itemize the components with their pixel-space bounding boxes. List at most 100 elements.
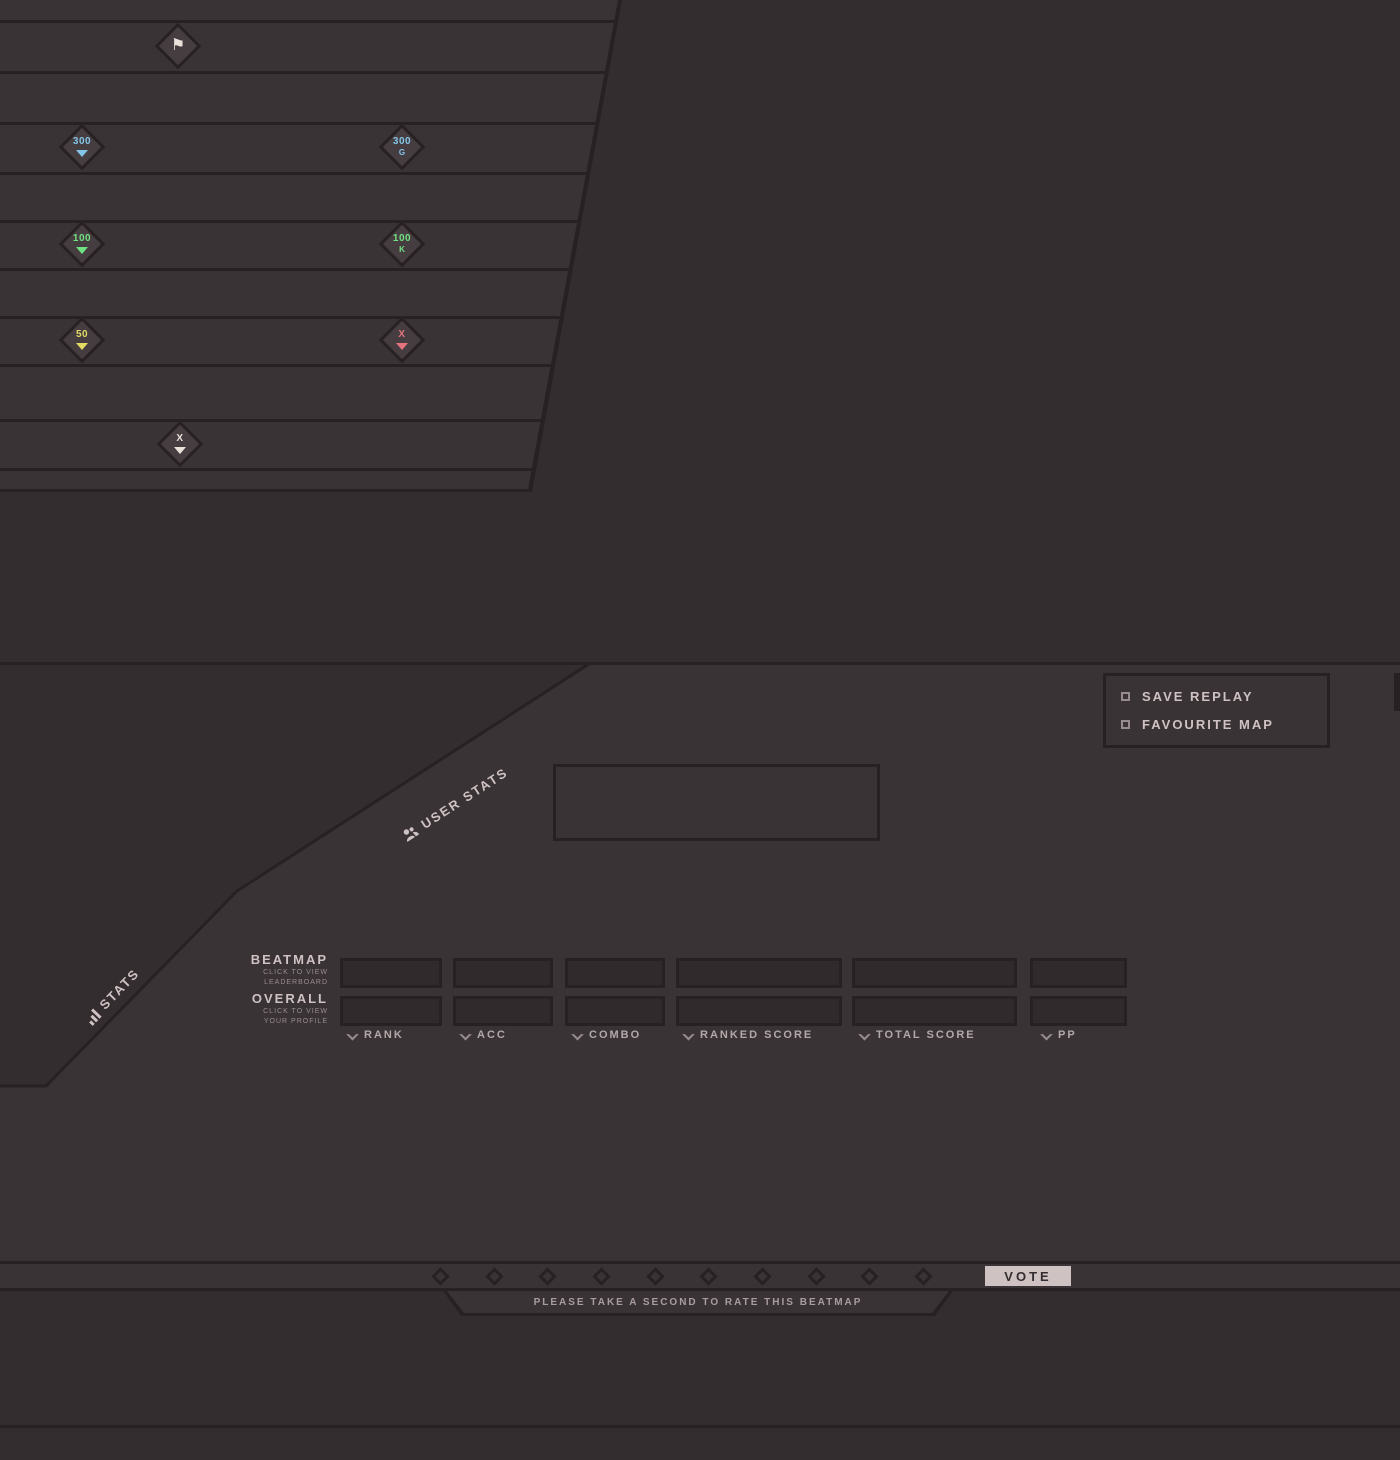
- beatmap-row-title: BEATMAP: [250, 952, 328, 967]
- geki-label: 300: [392, 136, 412, 147]
- badge-content: 50: [54, 312, 110, 368]
- hit-judgement-panel-body: ⚑ 300 300 G 100: [0, 0, 618, 489]
- hit100-badge: 100: [54, 216, 110, 272]
- stat-box-beatmap-ranked-score: [676, 958, 842, 988]
- row-divider: [0, 419, 618, 422]
- badge-content: X: [152, 416, 208, 472]
- overall-row-label[interactable]: OVERALL CLICK TO VIEW YOUR PROFILE: [150, 991, 328, 1027]
- column-header-label: RANK: [364, 1029, 404, 1041]
- badge-content: ⚑: [150, 18, 206, 74]
- vote-diamond[interactable]: [860, 1266, 879, 1286]
- vote-prompt-text: PLEASE TAKE A SECOND TO RATE THIS BEATMA…: [533, 1296, 863, 1308]
- stats-label: STATS: [83, 965, 142, 1026]
- screen-edge-notch: [1394, 673, 1400, 711]
- vote-diamond[interactable]: [699, 1266, 718, 1286]
- miss-label: X: [398, 329, 406, 340]
- column-header-label: ACC: [477, 1029, 507, 1041]
- results-panel: USER STATS STATS SAVE REPLAY FAVOURITE M…: [0, 662, 1400, 1261]
- stat-box-beatmap-pp: [1030, 958, 1127, 988]
- column-header-ranked-score: RANKED SCORE: [682, 1027, 814, 1041]
- stat-box-overall-combo: [565, 996, 665, 1026]
- save-replay-checkbox[interactable]: [1121, 692, 1130, 701]
- column-header-label: RANKED SCORE: [700, 1029, 814, 1041]
- column-header-pp: PP: [1040, 1027, 1077, 1041]
- column-header-combo: COMBO: [571, 1027, 642, 1041]
- stat-box-overall-rank: [340, 996, 442, 1026]
- down-triangle-icon: [76, 150, 88, 157]
- beatmap-row-label[interactable]: BEATMAP CLICK TO VIEW LEADERBOARD: [150, 952, 328, 988]
- hit300-label: 300: [72, 136, 92, 147]
- flag-badge: ⚑: [150, 18, 206, 74]
- column-header-label: COMBO: [589, 1029, 642, 1041]
- katu-badge: 100 K: [374, 216, 430, 272]
- row-divider: [0, 316, 618, 319]
- katu-label: 100: [392, 233, 412, 244]
- hit300-badge: 300: [54, 119, 110, 175]
- stat-box-overall-total-score: [852, 996, 1017, 1026]
- row-divider: [0, 20, 618, 23]
- vote-rating: [431, 1264, 933, 1288]
- down-triangle-icon: [396, 343, 408, 350]
- vote-diamond[interactable]: [431, 1266, 450, 1286]
- badge-content: 300 G: [374, 119, 430, 175]
- stat-box-beatmap-rank: [340, 958, 442, 988]
- bottom-divider: [0, 1425, 1400, 1428]
- stat-box-overall-acc: [453, 996, 553, 1026]
- column-header-total-score: TOTAL SCORE: [858, 1027, 976, 1041]
- panel-top-border: [0, 662, 1400, 665]
- favourite-map-label: FAVOURITE MAP: [1142, 717, 1274, 732]
- badge-content: 300: [54, 119, 110, 175]
- hit100-label: 100: [72, 233, 92, 244]
- down-triangle-icon: [76, 247, 88, 254]
- vote-prompt-body: PLEASE TAKE A SECOND TO RATE THIS BEATMA…: [447, 1291, 949, 1313]
- stat-box-overall-pp: [1030, 996, 1127, 1026]
- row-divider: [0, 71, 618, 74]
- vote-bar: VOTE: [0, 1261, 1400, 1291]
- vote-diamond[interactable]: [806, 1266, 826, 1286]
- combo-label: X: [176, 433, 184, 444]
- column-header-label: PP: [1058, 1029, 1077, 1041]
- vote-diamond[interactable]: [484, 1266, 504, 1286]
- favourite-map-checkbox[interactable]: [1121, 720, 1130, 729]
- beatmap-row-subtitle: CLICK TO VIEW LEADERBOARD: [263, 969, 328, 987]
- row-divider: [0, 122, 618, 125]
- user-stats-label: USER STATS: [400, 765, 511, 844]
- hit-judgement-panel: ⚑ 300 300 G 100: [0, 0, 622, 492]
- bar-chart-icon: [88, 1007, 102, 1026]
- badge-content: X: [374, 312, 430, 368]
- stat-box-beatmap-total-score: [852, 958, 1017, 988]
- users-icon: [403, 827, 420, 842]
- chevron-down-icon: [1040, 1027, 1053, 1040]
- overall-row-title: OVERALL: [251, 991, 328, 1006]
- stat-box-overall-ranked-score: [676, 996, 842, 1026]
- vote-diamond[interactable]: [753, 1266, 772, 1286]
- row-divider: [0, 268, 618, 271]
- hit50-label: 50: [75, 329, 89, 340]
- vote-diamond[interactable]: [645, 1266, 665, 1286]
- vote-button[interactable]: VOTE: [985, 1266, 1071, 1286]
- chevron-down-icon: [858, 1027, 871, 1040]
- badge-content: 100 K: [374, 216, 430, 272]
- column-header-rank: RANK: [346, 1027, 404, 1041]
- save-replay-label: SAVE REPLAY: [1142, 689, 1254, 704]
- katu-sub-label: K: [399, 245, 405, 254]
- miss-badge: X: [374, 312, 430, 368]
- vote-diamond[interactable]: [538, 1266, 558, 1286]
- actions-box: SAVE REPLAY FAVOURITE MAP: [1103, 673, 1330, 748]
- stat-box-beatmap-combo: [565, 958, 665, 988]
- down-triangle-icon: [174, 447, 186, 454]
- vote-prompt: PLEASE TAKE A SECOND TO RATE THIS BEATMA…: [443, 1291, 953, 1316]
- stat-box-beatmap-acc: [453, 958, 553, 988]
- column-header-label: TOTAL SCORE: [876, 1029, 976, 1041]
- row-divider: [0, 364, 618, 367]
- chevron-down-icon: [682, 1027, 695, 1040]
- geki-badge: 300 G: [374, 119, 430, 175]
- vote-diamond[interactable]: [914, 1266, 933, 1286]
- geki-sub-label: G: [398, 148, 406, 157]
- flag-icon: ⚑: [170, 37, 186, 54]
- save-replay-button[interactable]: SAVE REPLAY: [1121, 689, 1327, 704]
- row-divider: [0, 172, 618, 175]
- down-triangle-icon: [76, 343, 88, 350]
- favourite-map-button[interactable]: FAVOURITE MAP: [1121, 717, 1327, 732]
- vote-diamond[interactable]: [592, 1266, 611, 1286]
